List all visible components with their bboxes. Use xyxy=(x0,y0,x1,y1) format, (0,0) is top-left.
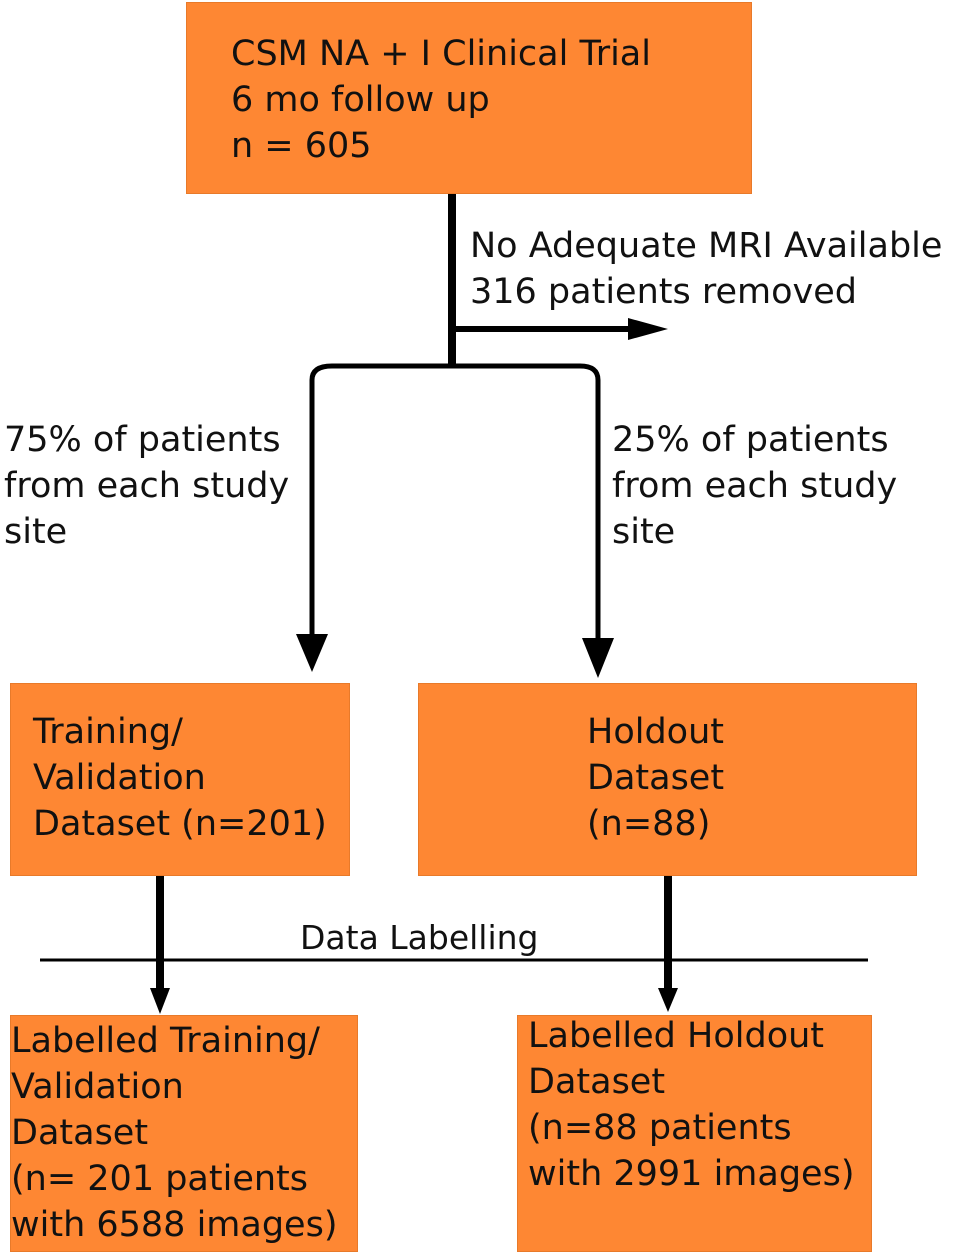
data-labelling-label: Data Labelling xyxy=(300,918,539,957)
labelled-training-line-3: Dataset xyxy=(11,1113,149,1153)
clinical-trial-box: CSM NA + I Clinical Trial 6 mo follow up… xyxy=(186,2,752,194)
split-bracket xyxy=(309,363,601,640)
clinical-trial-title: CSM NA + I Clinical Trial xyxy=(231,34,651,74)
exclusion-label: No Adequate MRI Available 316 patients r… xyxy=(470,223,942,315)
left-split-line-1: 75% of patients xyxy=(4,420,281,460)
training-line-2: Validation xyxy=(33,758,206,798)
labelled-training-line-2: Validation xyxy=(11,1067,184,1107)
holdout-box: Holdout Dataset (n=88) xyxy=(418,683,917,876)
labelled-holdout-line-3: (n=88 patients xyxy=(528,1108,792,1148)
holdout-labelling-arrowhead xyxy=(658,988,678,1012)
exclusion-arrowhead xyxy=(628,318,668,340)
labelled-holdout-box: Labelled Holdout Dataset (n=88 patients … xyxy=(517,1015,872,1252)
trial-count: n = 605 xyxy=(231,126,372,166)
right-split-line-3: site xyxy=(612,512,676,552)
exclusion-reason: No Adequate MRI Available xyxy=(470,226,943,266)
training-validation-box: Training/ Validation Dataset (n=201) xyxy=(10,683,350,876)
labelled-holdout-line-4: with 2991 images) xyxy=(528,1154,855,1194)
left-split-line-2: from each study xyxy=(4,466,290,506)
holdout-line-3: (n=88) xyxy=(587,804,711,844)
labelled-training-line-1: Labelled Training/ xyxy=(11,1021,320,1061)
left-split-arrowhead xyxy=(296,634,328,672)
follow-up-text: 6 mo follow up xyxy=(231,80,490,120)
training-labelling-arrowhead xyxy=(150,988,170,1014)
training-line-1: Training/ xyxy=(33,712,183,752)
left-split-line-3: site xyxy=(4,512,68,552)
holdout-line-2: Dataset xyxy=(587,758,725,798)
labelled-training-line-4: (n= 201 patients xyxy=(11,1159,309,1199)
holdout-line-1: Holdout xyxy=(587,712,724,752)
right-split-line-2: from each study xyxy=(612,466,898,506)
left-split-label: 75% of patients from each study site xyxy=(4,417,289,555)
right-split-label: 25% of patients from each study site xyxy=(612,417,897,555)
right-split-arrowhead xyxy=(582,638,614,678)
labelled-training-box: Labelled Training/ Validation Dataset (n… xyxy=(10,1015,358,1252)
labelled-training-line-5: with 6588 images) xyxy=(11,1205,338,1245)
labelled-holdout-line-2: Dataset xyxy=(528,1062,666,1102)
exclusion-count: 316 patients removed xyxy=(470,272,857,312)
training-line-3: Dataset (n=201) xyxy=(33,804,327,844)
labelled-holdout-line-1: Labelled Holdout xyxy=(528,1016,825,1056)
right-split-line-1: 25% of patients xyxy=(612,420,889,460)
